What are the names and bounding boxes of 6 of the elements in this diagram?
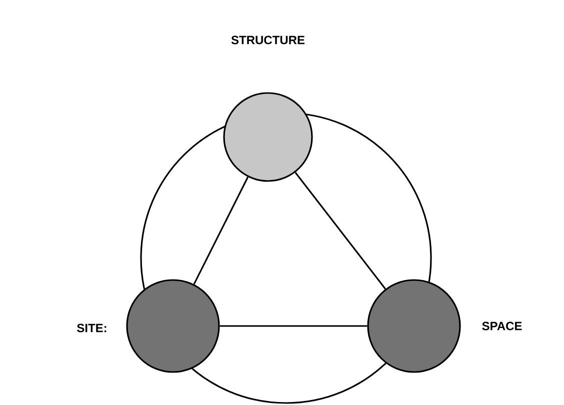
node-label: SITE:	[77, 324, 106, 332]
line	[294, 172, 386, 290]
line	[220, 325, 368, 327]
node-label: SPACE	[482, 322, 522, 330]
line	[193, 176, 249, 285]
node-label: STRUCTURE	[231, 36, 305, 44]
